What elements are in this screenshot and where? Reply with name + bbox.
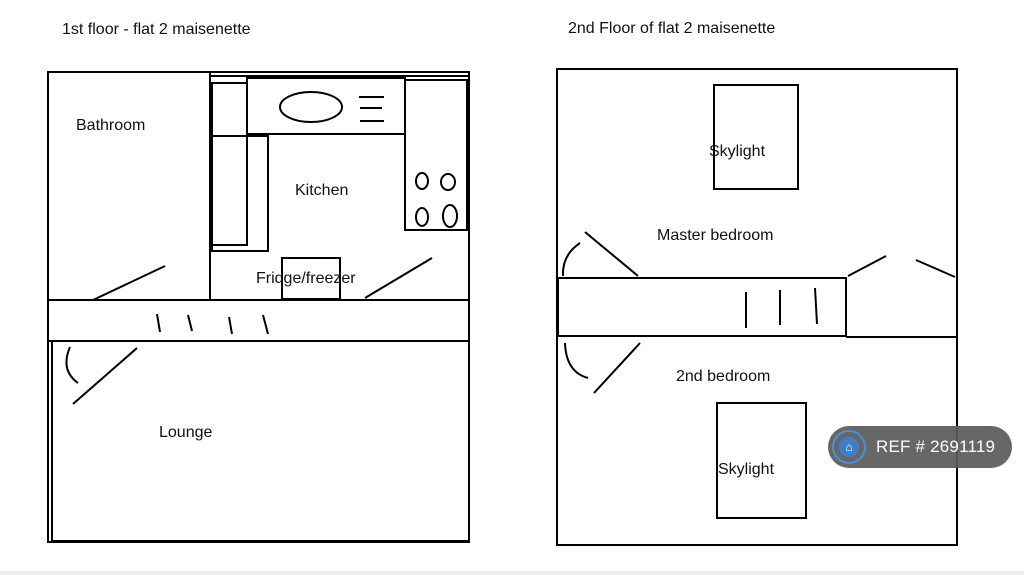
plan2-walls [556,68,958,546]
ref-text: REF # 2691119 [876,437,996,456]
sink-icon [279,91,343,123]
skylight-1: Skylight [709,143,766,160]
ref-badge: ⌂ REF # 2691119 [828,426,1012,468]
stairs-2 [745,287,818,328]
room-bathroom: Bathroom [76,117,145,134]
fridge-freezer: Fridge/freezer [256,270,356,287]
drainer-icon [359,96,384,122]
bottom-strip [0,571,1024,575]
room-2nd-bedroom: 2nd bedroom [676,368,770,385]
plan2-title: 2nd Floor of flat 2 maisenette [568,20,775,37]
hob-icon [415,172,458,228]
room-master-bedroom: Master bedroom [657,227,774,244]
skylight-2: Skylight [718,461,775,478]
room-lounge: Lounge [159,424,212,441]
room-kitchen: Kitchen [295,182,348,199]
home-icon: ⌂ [832,430,866,464]
plan1-title: 1st floor - flat 2 maisenette [62,21,251,38]
plan1-walls [47,71,470,543]
door-swings [65,257,433,405]
door-swings-2 [561,231,956,394]
stairs [156,313,269,335]
